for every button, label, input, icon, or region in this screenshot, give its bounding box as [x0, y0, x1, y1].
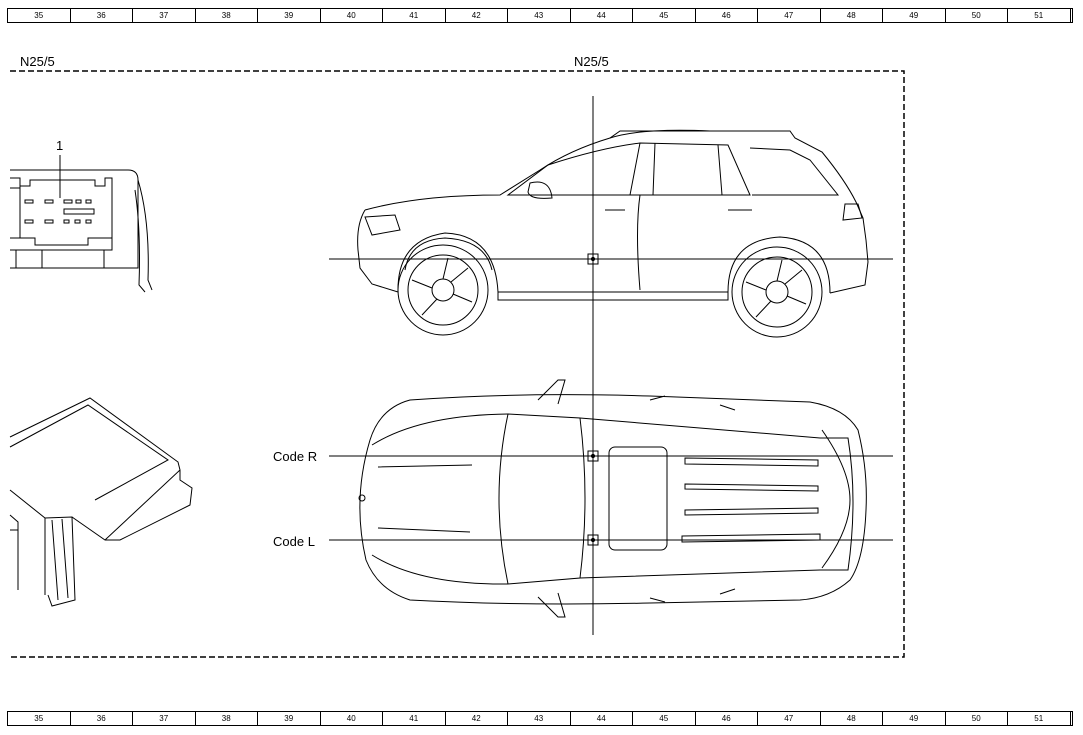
ruler-cell: 37	[133, 9, 196, 22]
ruler-cell: 47	[758, 9, 821, 22]
ruler-cell: 41	[383, 712, 446, 725]
ruler-cell: 47	[758, 712, 821, 725]
ruler-cell: 44	[571, 9, 633, 22]
code-r-label: Code R	[273, 449, 318, 464]
component-label-left: N25/5	[20, 54, 55, 69]
ruler-cell: 51	[1008, 9, 1071, 22]
ruler-cell: 37	[133, 712, 196, 725]
ruler-cell: 39	[258, 9, 321, 22]
ruler-cell: 42	[446, 9, 508, 22]
location-marker-side	[587, 253, 599, 265]
ruler-cell: 35	[8, 9, 71, 22]
ruler-cell: 40	[321, 9, 383, 22]
ruler-cell: 50	[946, 712, 1008, 725]
ruler-cell: 39	[258, 712, 321, 725]
ruler-cell: 45	[633, 9, 696, 22]
ruler-cell: 46	[696, 712, 758, 725]
ruler-cell: 36	[71, 712, 133, 725]
ruler-cell: 49	[883, 712, 946, 725]
ruler-cell: 43	[508, 712, 571, 725]
bottom-grid-ruler: 35 36 37 38 39 40 41 42 43 44 45 46 47 4…	[7, 711, 1073, 726]
component-boundary	[10, 70, 905, 658]
ruler-cell: 48	[821, 9, 883, 22]
ruler-cell: 40	[321, 712, 383, 725]
ruler-cell: 45	[633, 712, 696, 725]
control-module	[9, 397, 193, 607]
ruler-cell: 50	[946, 9, 1008, 22]
ruler-cell: 48	[821, 712, 883, 725]
reference-lines	[329, 96, 893, 635]
ruler-cell: 51	[1008, 712, 1071, 725]
ruler-cell: 35	[8, 712, 71, 725]
ruler-cell: 42	[446, 712, 508, 725]
connector-detail	[10, 155, 153, 293]
ruler-cell: 38	[196, 9, 258, 22]
ruler-cell: 36	[71, 9, 133, 22]
code-l-label: Code L	[273, 534, 315, 549]
ruler-cell: 49	[883, 9, 946, 22]
component-label-center: N25/5	[574, 54, 609, 69]
ruler-cell: 43	[508, 9, 571, 22]
ruler-cell: 44	[571, 712, 633, 725]
location-marker-code-l	[587, 534, 599, 546]
ruler-cell: 46	[696, 9, 758, 22]
ruler-cell: 41	[383, 9, 446, 22]
vehicle-side-view	[357, 129, 869, 338]
vehicle-top-view	[358, 379, 867, 618]
location-marker-code-r	[587, 450, 599, 462]
top-grid-ruler: 35 36 37 38 39 40 41 42 43 44 45 46 47 4…	[7, 8, 1073, 23]
connector-callout-label: 1	[56, 138, 64, 153]
ruler-cell: 38	[196, 712, 258, 725]
